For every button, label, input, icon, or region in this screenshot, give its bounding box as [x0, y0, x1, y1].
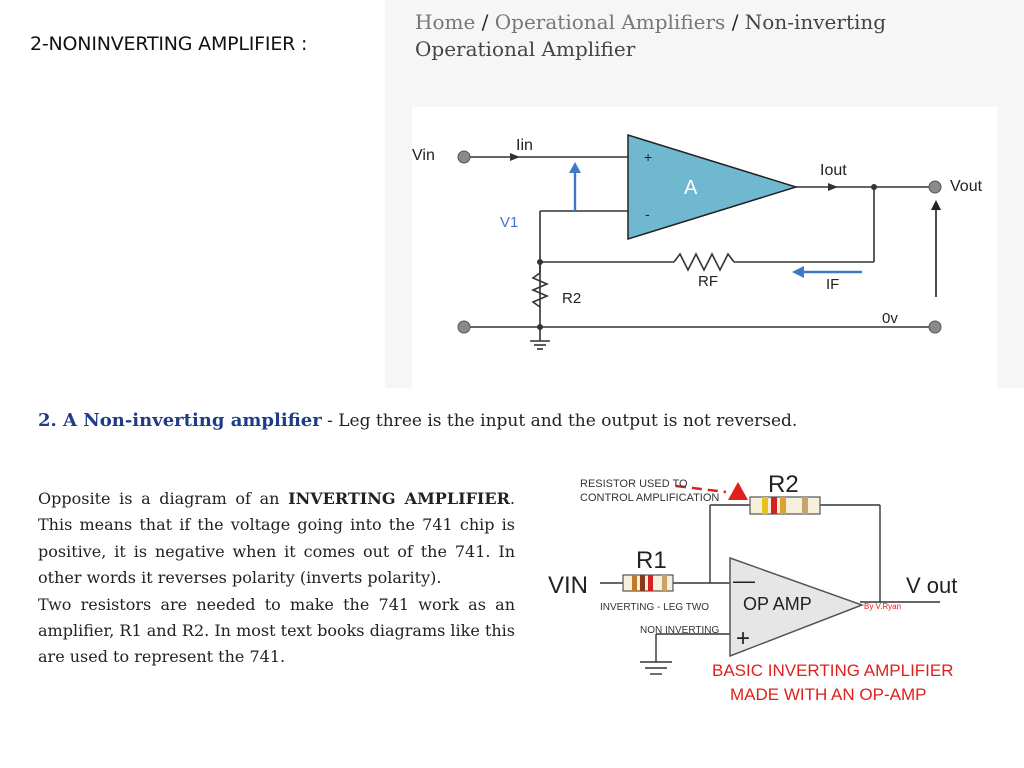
ground-label: 0v [882, 310, 898, 327]
junction-dot [537, 324, 543, 330]
r2-band [762, 497, 768, 514]
section-heading-subtext: - Leg three is the input and the output … [321, 411, 798, 431]
breadcrumb-current: Non-inverting Operational Amplifier [415, 10, 887, 61]
r2-label: R2 [562, 290, 581, 307]
breadcrumb-separator: / [481, 10, 489, 34]
section-heading-title: 2. A Non-inverting amplifier [38, 410, 322, 431]
paragraph-text: . This means that if the voltage going i… [38, 489, 515, 588]
body-text: Opposite is a diagram of an INVERTING AM… [38, 486, 515, 671]
iout-label: Iout [820, 162, 847, 179]
op-amp-label: OP AMP [743, 594, 812, 614]
vout-label: V out [906, 573, 957, 598]
iin-arrowhead [510, 153, 520, 161]
r1-band [648, 575, 653, 591]
r2-band [780, 497, 786, 514]
iin-label: Iin [516, 137, 533, 154]
ground-terminal-left [457, 320, 471, 334]
minus-label: - [645, 206, 650, 222]
minus-label: — [733, 568, 755, 593]
if-arrow [792, 266, 804, 278]
plus-label: + [736, 625, 750, 652]
caption-line1: BASIC INVERTING AMPLIFIER [712, 661, 954, 680]
iout-arrowhead [828, 183, 838, 191]
noninverting-panel: Home / Operational Amplifiers / Non-inve… [385, 0, 1024, 388]
ground-terminal-right [928, 320, 942, 334]
paragraph-text: Opposite is a diagram of an [38, 489, 289, 508]
inverting-diagram: RESISTOR USED TO CONTROL AMPLIFICATION R… [540, 462, 960, 717]
vin-terminal [457, 150, 471, 164]
caption-line2: MADE WITH AN OP-AMP [730, 685, 926, 704]
resistor-note-line2: CONTROL AMPLIFICATION [580, 492, 719, 504]
v1-label: V1 [500, 214, 518, 231]
breadcrumb-section[interactable]: Operational Amplifiers [494, 10, 726, 34]
paragraph-bold: INVERTING AMPLIFIER [288, 489, 510, 508]
junction-dot [871, 184, 877, 190]
r2-label: R2 [768, 471, 799, 498]
r1-band [640, 575, 645, 591]
resistor-note-line1: RESISTOR USED TO [580, 478, 688, 490]
v1-arrow [569, 162, 581, 173]
credit-label: By V.Ryan [864, 602, 901, 611]
inverting-leg-label: INVERTING - LEG TWO [600, 602, 709, 613]
slide-title: 2-NONINVERTING AMPLIFIER : [30, 33, 308, 55]
vout-label: Vout [950, 178, 983, 195]
breadcrumb-separator: / [731, 10, 739, 34]
section-heading: 2. A Non-inverting amplifier - Leg three… [38, 410, 797, 431]
r2-band [802, 497, 808, 514]
vin-label: Vin [412, 147, 435, 164]
amplifier-triangle [627, 133, 799, 241]
junction-dot [537, 259, 543, 265]
vin-label: VIN [548, 572, 588, 599]
paragraph-inverting: Opposite is a diagram of an INVERTING AM… [38, 486, 515, 592]
noninverting-diagram-svg: Vin Iin V1 + - A Iout Vout RF IF R2 0v [412, 133, 983, 350]
vout-arrow [931, 200, 941, 210]
r2-band [771, 497, 777, 514]
non-inverting-label: NON INVERTING [640, 625, 719, 636]
if-label: IF [826, 276, 839, 293]
r1-label: R1 [636, 547, 667, 574]
amp-label: A [684, 177, 698, 199]
op-amp-triangle [729, 556, 865, 658]
vout-terminal [928, 180, 942, 194]
inverting-diagram-svg: RESISTOR USED TO CONTROL AMPLIFICATION R… [548, 471, 957, 704]
plus-label: + [644, 149, 652, 165]
breadcrumb: Home / Operational Amplifiers / Non-inve… [415, 9, 975, 63]
paragraph-resistors: Two resistors are needed to make the 741… [38, 594, 515, 667]
pointer-arrow [728, 482, 748, 500]
breadcrumb-home[interactable]: Home [415, 10, 476, 34]
r1-band [632, 575, 637, 591]
noninverting-diagram: Vin Iin V1 + - A Iout Vout RF IF R2 0v [412, 107, 997, 388]
r1-band [662, 575, 667, 591]
rf-label: RF [698, 273, 718, 290]
